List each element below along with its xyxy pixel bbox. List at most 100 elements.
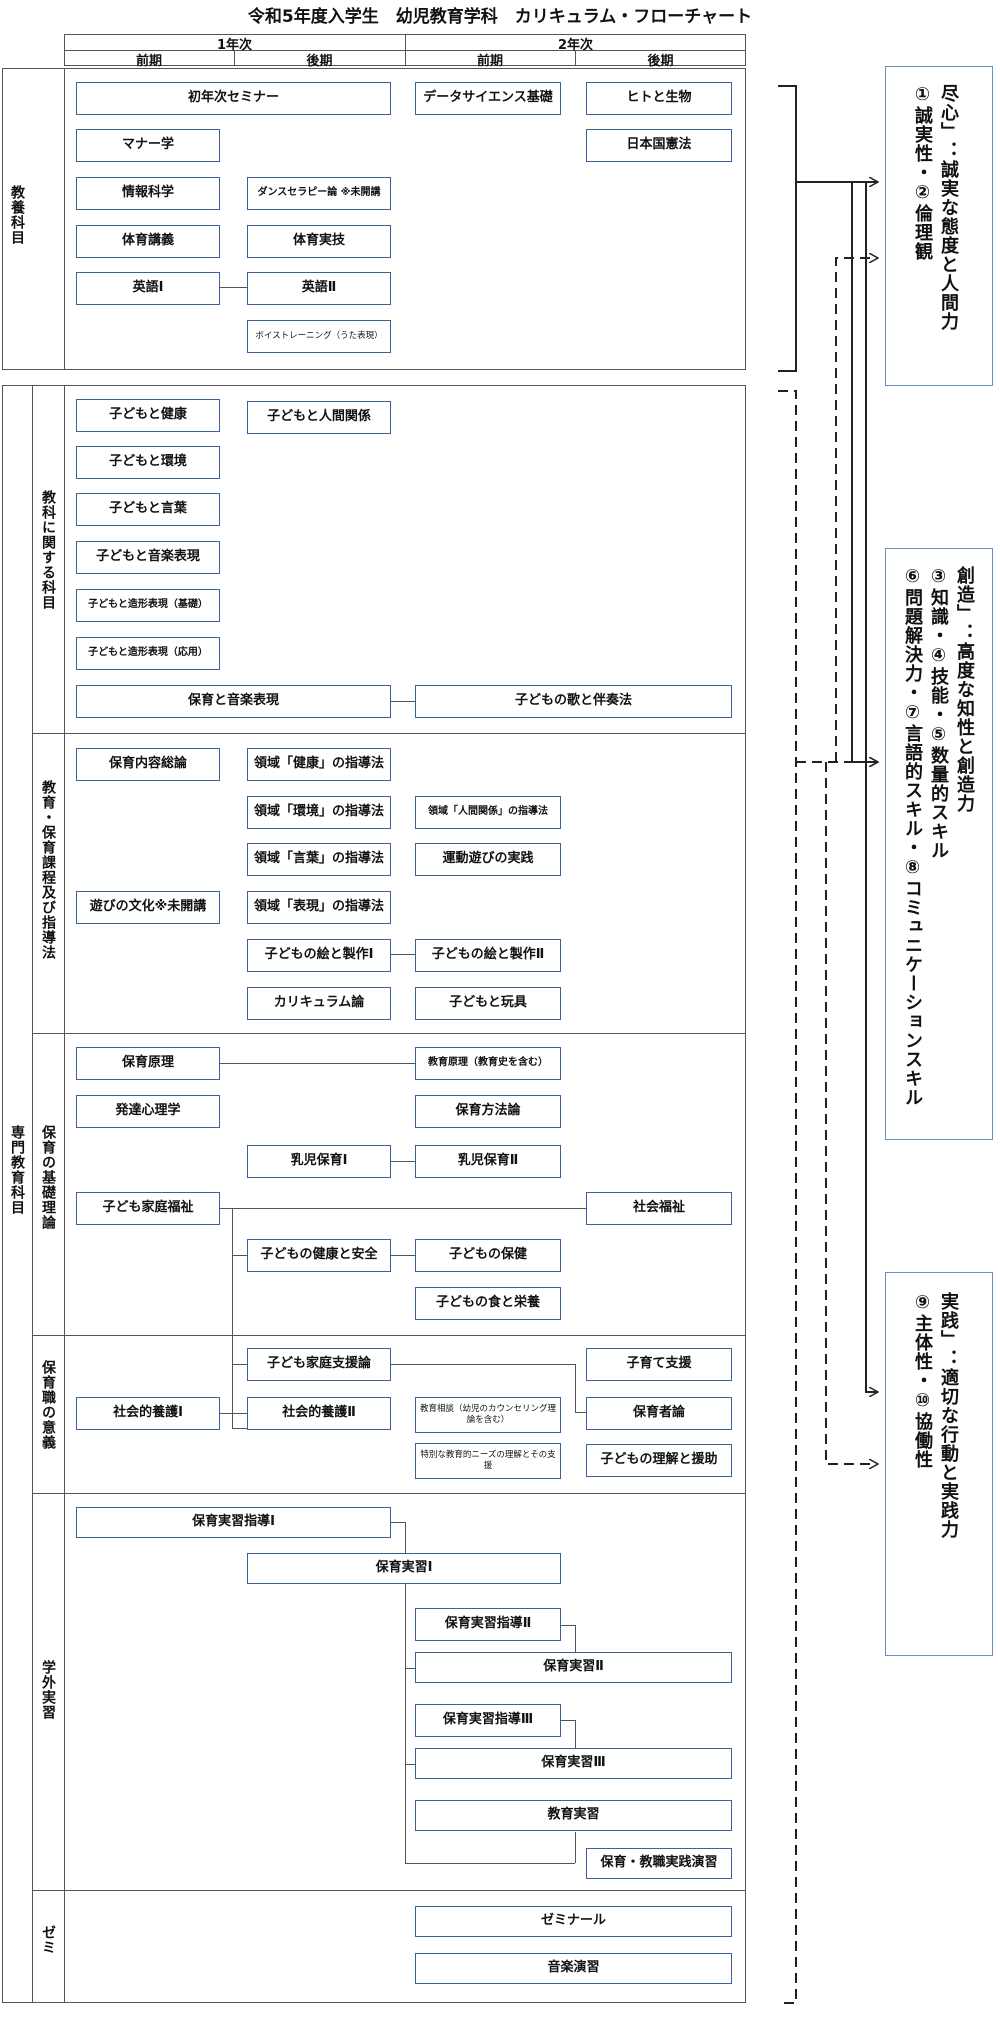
- goal-1-items: ①誠実性・②倫理観: [912, 84, 933, 261]
- connector: [575, 1364, 576, 1412]
- connector: [575, 1832, 576, 1863]
- course-e-2: 子どもの絵と製作Ⅱ: [415, 939, 561, 972]
- course-shido-3: 保育実習指導Ⅲ: [415, 1704, 561, 1737]
- term-1-header: 前期: [135, 54, 162, 69]
- course-ningen: 子どもと人間関係: [247, 401, 391, 434]
- course-r-hyogen: 領域「表現」の指導法: [247, 891, 391, 924]
- connector: [218, 287, 247, 288]
- course-kyoiku-genri: 教育原理（教育史を含む）: [415, 1047, 561, 1080]
- connector: [389, 1522, 405, 1523]
- category-katei: 教育・保育課程及び指導法: [40, 780, 56, 960]
- connector: [389, 954, 415, 955]
- goal-2-items-a: ③知識・④技能・⑤数量的スキル: [928, 566, 949, 860]
- course-taiiku-jitsugi: 体育実技: [247, 225, 391, 258]
- senmon-arrow-3: [825, 762, 878, 1464]
- course-seminar: 初年次セミナー: [76, 82, 391, 115]
- section-divider-4: [32, 1493, 746, 1494]
- category-kyoka: 教科に関する科目: [40, 490, 56, 610]
- course-manner: マナー学: [76, 129, 220, 162]
- senmon-col-divider-1: [32, 385, 33, 2003]
- year-1-header: 1年次: [216, 38, 253, 53]
- course-jisshu-1: 保育実習Ⅰ: [247, 1553, 561, 1584]
- course-nyuji-2: 乳児保育Ⅱ: [415, 1145, 561, 1178]
- connector: [232, 1428, 247, 1429]
- course-rikai: 子どもの理解と援助: [586, 1444, 732, 1477]
- course-hoiku-ongaku: 保育と音楽表現: [76, 685, 391, 718]
- course-zokei-kiso: 子どもと造形表現（基礎）: [76, 589, 220, 622]
- senmon-arrow-1: [835, 258, 878, 762]
- goal-1-title: 尽心」：誠実な態度と人間力: [938, 84, 959, 331]
- course-joho: 情報科学: [76, 177, 220, 210]
- senmon-bracket: [778, 390, 797, 2004]
- term-2-header: 後期: [306, 54, 333, 69]
- connector: [389, 701, 415, 702]
- connector: [232, 1208, 233, 1428]
- goal-3-items: ⑨主体性・⑩協働性: [912, 1292, 933, 1469]
- kyoyo-col-divider: [64, 68, 65, 370]
- course-hoken: 子どもの保健: [415, 1239, 561, 1272]
- course-e-1: 子どもの絵と製作Ⅰ: [247, 939, 391, 972]
- connector: [560, 1625, 575, 1626]
- term-4-header: 後期: [647, 54, 674, 69]
- course-anzen: 子どもの健康と安全: [247, 1239, 391, 1272]
- connector: [232, 1255, 247, 1256]
- section-divider-5: [32, 1890, 746, 1891]
- category-kiso: 保育の基礎理論: [40, 1125, 56, 1230]
- course-eigo-2: 英語Ⅱ: [247, 272, 391, 305]
- course-r-ningen: 領域「人間関係」の指導法: [415, 796, 561, 829]
- course-hattatsu: 発達心理学: [76, 1095, 220, 1128]
- course-kyoiku-jisshu: 教育実習: [415, 1800, 732, 1831]
- connector: [575, 1412, 586, 1413]
- course-sodan: 教育相談（幼児のカウンセリング理論を含む）: [415, 1397, 561, 1433]
- course-katei-fukushi: 子ども家庭福祉: [76, 1192, 220, 1225]
- connector: [389, 1364, 575, 1365]
- year-divider: [405, 34, 406, 66]
- course-tokubetsu: 特別な教育的ニーズの理解とその支援: [415, 1443, 561, 1479]
- senmon-frame: [2, 385, 746, 2003]
- connector: [218, 1208, 586, 1209]
- course-jisshu-2: 保育実習Ⅱ: [415, 1652, 732, 1683]
- connector: [405, 1583, 406, 1863]
- senmon-col-divider-2: [64, 385, 65, 2003]
- course-naiyo: 保育内容総論: [76, 748, 220, 781]
- goal-arrow-3: [865, 182, 878, 1392]
- section-divider-3: [32, 1335, 746, 1336]
- course-voice: ボイストレーニング（うた表現）: [247, 320, 391, 353]
- course-uta: 子どもの歌と伴奏法: [415, 685, 732, 718]
- course-undo: 運動遊びの実践: [415, 843, 561, 876]
- course-yogo-2: 社会的養護Ⅱ: [247, 1397, 391, 1430]
- connector: [232, 1364, 247, 1365]
- course-seminar-zemi: ゼミナール: [415, 1906, 732, 1937]
- category-senmon: 専門教育科目: [9, 1125, 25, 1215]
- course-kankyo: 子どもと環境: [76, 446, 220, 479]
- course-kosodate: 子育て支援: [586, 1348, 732, 1381]
- connector: [575, 1720, 576, 1764]
- course-zokei-oyo: 子どもと造形表現（応用）: [76, 637, 220, 670]
- course-kenpo: 日本国憲法: [586, 129, 732, 162]
- term-3-header: 前期: [476, 54, 503, 69]
- course-hito: ヒトと生物: [586, 82, 732, 115]
- course-r-gengo: 領域「言葉」の指導法: [247, 843, 391, 876]
- course-shido-1: 保育実習指導Ⅰ: [76, 1507, 391, 1538]
- course-hoiku-genri: 保育原理: [76, 1047, 220, 1080]
- course-enshu: 保育・教職実践演習: [586, 1848, 732, 1879]
- course-shakai-fukushi: 社会福祉: [586, 1192, 732, 1225]
- section-divider-2: [32, 1033, 746, 1034]
- connector: [560, 1720, 575, 1721]
- connector: [218, 1063, 415, 1064]
- connector: [405, 1764, 416, 1765]
- kyoyo-frame: [2, 68, 746, 370]
- category-kyoyo: 教養科目: [9, 185, 25, 245]
- goal-2-items-b: ⑥問題解決力・⑦言語的スキル・⑧コミュニケーションスキル: [902, 566, 923, 1107]
- category-zemi: ゼミ: [40, 1925, 56, 1955]
- connector: [405, 1522, 406, 1569]
- course-katei-shien: 子ども家庭支援論: [247, 1348, 391, 1381]
- goal-box-2: [885, 548, 993, 1140]
- course-curriculum: カリキュラム論: [247, 987, 391, 1020]
- course-gengo: 子どもと言葉: [76, 493, 220, 526]
- goal-3-title: 実践」：適切な行動と実践力: [938, 1292, 959, 1539]
- course-shoku: 子どもの食と栄養: [415, 1287, 561, 1320]
- connector: [575, 1625, 576, 1668]
- category-igi: 保育職の意義: [40, 1360, 56, 1450]
